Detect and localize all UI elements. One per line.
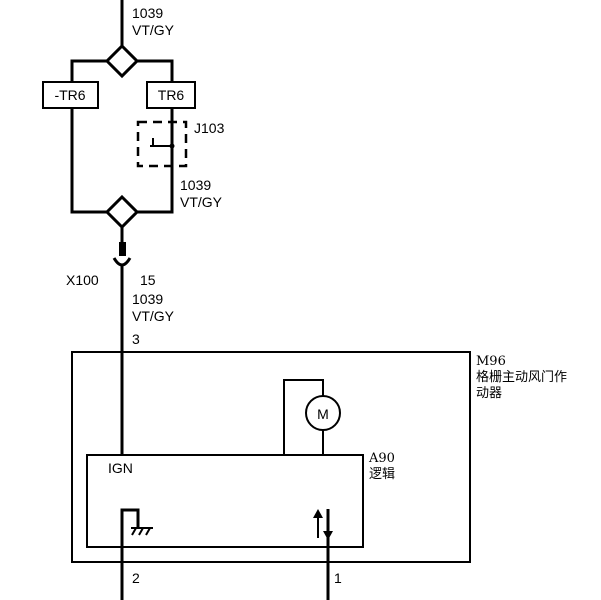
wire-top-circuit: 1039 [132,5,163,21]
wire-split-right [137,59,174,82]
pin-right-label: 1 [334,570,342,586]
wire-low-circuit: 1039 [132,291,163,307]
jumper-label: J103 [194,120,225,136]
connector-x100-socket [112,257,132,267]
module-m96-box [71,351,471,563]
ground-hatch-1 [131,527,137,536]
pin-left-label: 2 [132,570,140,586]
logic-id: A90 [368,451,395,466]
ground-hatch-3 [145,527,151,536]
wire-branch-left [70,108,107,214]
motor-symbol: M [317,406,329,422]
jumper-j103 [136,120,188,168]
connector-pin: 15 [140,272,156,288]
connector-name: X100 [66,272,99,288]
ground-hatch-2 [138,527,144,536]
wire-top-color: VT/GY [132,22,175,38]
jumper-link [150,138,172,147]
tr-right-label: TR6 [158,87,185,103]
wire-branch-right-bottom [137,146,174,214]
wire-mid-color: VT/GY [180,194,223,210]
motor-wire [283,379,324,455]
logic-desc: 逻辑 [369,467,395,482]
module-desc-line1: 格栅主动风门作 [476,369,567,385]
tr-left-label: -TR6 [54,87,85,103]
logic-ign-label: IGN [108,460,133,476]
splice-top [104,43,140,79]
wire-low-pin: 3 [132,331,140,347]
arrow-up-head [313,509,323,518]
splice-bottom [104,194,140,230]
arrow-down-head [323,531,333,540]
tr-right-box [146,81,196,109]
wire-low-color: VT/GY [132,308,175,324]
module-id: M96 [476,354,506,369]
connector-x100-plug [119,242,126,256]
wire-mid-circuit: 1039 [180,177,211,193]
motor-circle [305,395,341,431]
module-desc-line2: 动器 [476,386,502,401]
ground-wire [120,508,140,600]
wire-split-left [70,59,107,82]
logic-a90-box [86,454,364,548]
